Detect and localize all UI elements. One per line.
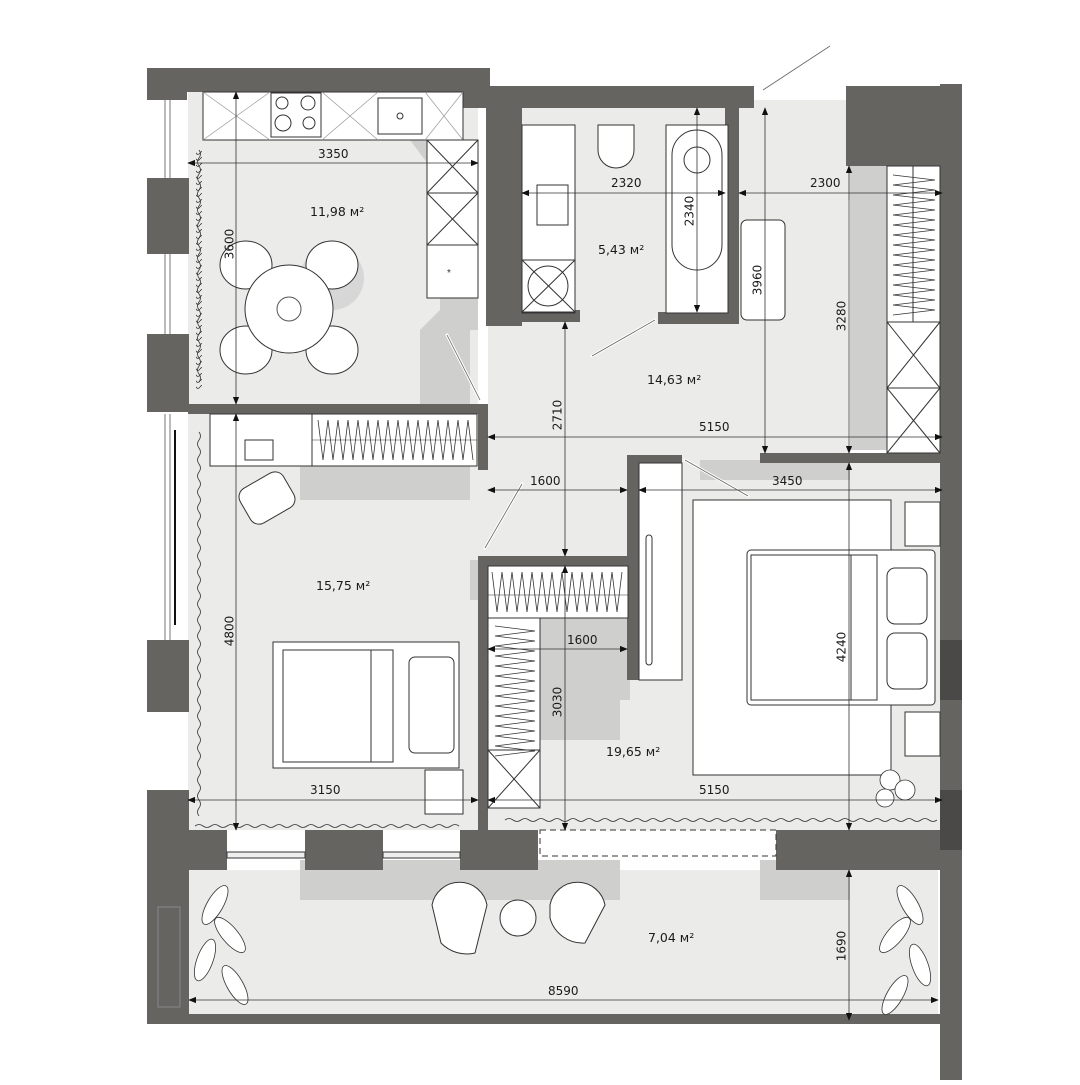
- hallway-closet: [886, 165, 941, 454]
- room-area-balcony: 7,04 м²: [648, 930, 695, 945]
- balcony-furniture: [157, 829, 777, 1008]
- dim-bedroom-depth: 4240: [834, 631, 849, 663]
- room-area-bathroom: 5,43 м²: [598, 242, 645, 257]
- walls: [147, 68, 962, 1084]
- kitchen-furniture: [202, 91, 479, 299]
- dim-passage-width: 1600: [530, 474, 561, 488]
- bedroom-wardrobes: [487, 462, 941, 809]
- dim-wardrobe-depth: 3030: [550, 686, 565, 718]
- dim-wardrobe-width: 1600: [567, 633, 598, 647]
- dim-hallway-depth: 2710: [550, 399, 565, 431]
- dim-balcony-width: 8590: [548, 984, 579, 998]
- dim-closet-height: 3280: [834, 300, 849, 332]
- dim-hallway-width: 5150: [699, 420, 730, 434]
- dim-balcony-depth: 1690: [834, 930, 849, 962]
- room-area-bedroom: 19,65 м²: [606, 744, 661, 759]
- room-area-kitchen: 11,98 м²: [310, 204, 365, 219]
- plants: [193, 769, 932, 1015]
- dim-kitchen-width: 3350: [318, 147, 349, 161]
- dim-bedroom-top-width: 3450: [772, 474, 803, 488]
- dim-living-width: 3150: [310, 783, 341, 797]
- room-area-living-room: 15,75 м²: [316, 578, 371, 593]
- dim-bedroom-width: 5150: [699, 783, 730, 797]
- dim-kitchen-depth: 3600: [222, 228, 237, 260]
- dim-bathtub-length: 2340: [682, 195, 697, 227]
- dim-living-depth: 4800: [222, 615, 237, 647]
- living-furniture: [209, 413, 478, 815]
- dim-bathroom-width: 2320: [611, 176, 642, 190]
- dimension-lines: [187, 91, 943, 1021]
- room-area-hallway: 14,63 м²: [647, 372, 702, 387]
- svg-text:*: *: [447, 268, 451, 279]
- dim-hallway-top-width: 2300: [810, 176, 841, 190]
- dim-hallway-length: 3960: [750, 264, 765, 296]
